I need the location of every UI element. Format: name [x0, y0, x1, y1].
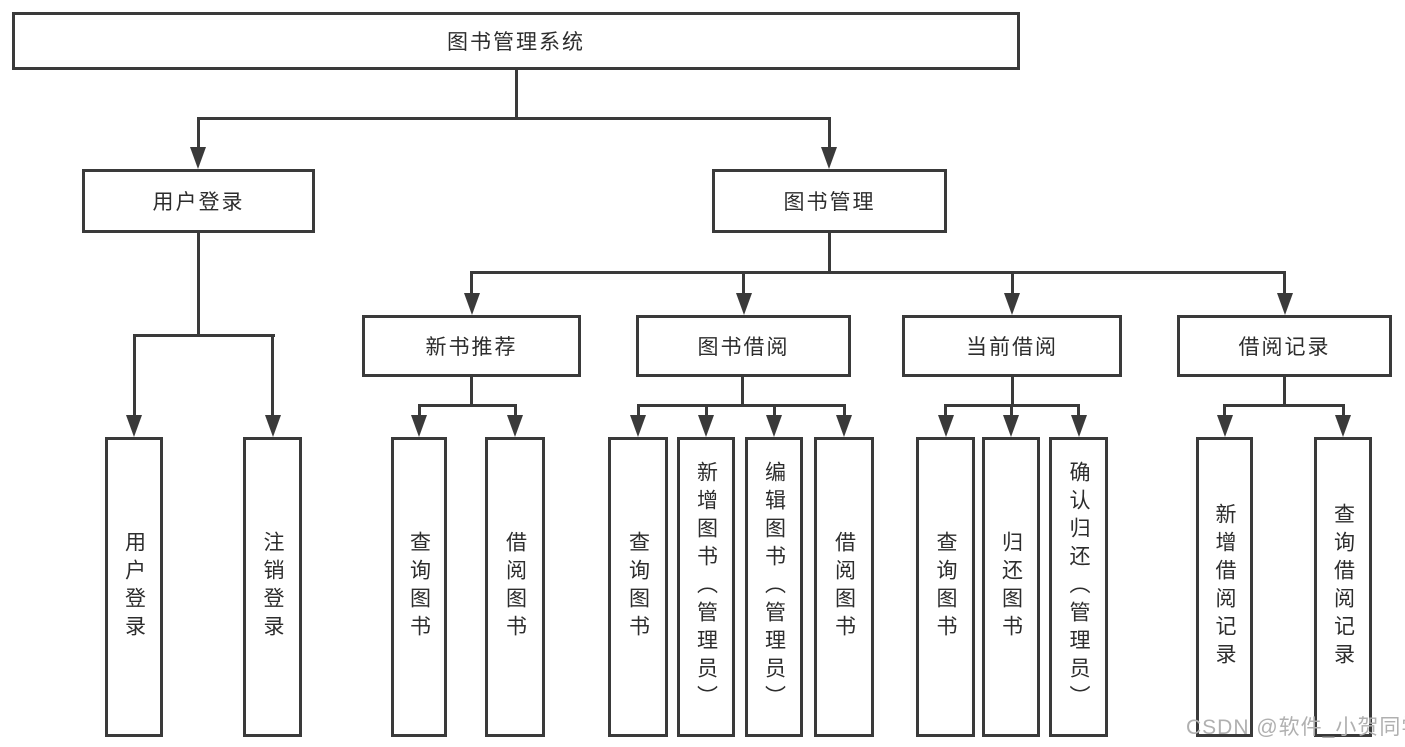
leaf-borrow-books: 借阅图书 — [814, 437, 874, 737]
arrow-down-icon — [411, 415, 427, 437]
connector-drop-book-borrow — [742, 270, 745, 297]
node-label: 借阅记录 — [1238, 336, 1331, 359]
connector-book-management-stem — [827, 233, 831, 272]
connector-current-borrow-stem — [1010, 377, 1014, 406]
connector-drop — [944, 403, 947, 419]
arrow-down-icon — [126, 415, 142, 437]
arrow-down-icon — [190, 147, 206, 169]
node-label: 注销登录 — [261, 531, 284, 643]
connector-borrow-records-stem — [1283, 377, 1286, 406]
leaf-borrow-books-recommend: 借阅图书 — [485, 437, 545, 737]
csdn-watermark: CSDN @软件_小贺同学 — [1186, 716, 1405, 739]
node-label: 归还图书 — [999, 531, 1023, 643]
connector-drop — [513, 403, 517, 419]
node-user-login: 用户登录 — [82, 169, 315, 233]
node-label: 查询图书 — [626, 531, 650, 643]
node-label: 新书推荐 — [425, 336, 518, 359]
connector-root-bus — [196, 116, 831, 120]
arrow-down-icon — [1216, 415, 1233, 437]
leaf-query-books-borrowing: 查询图书 — [608, 437, 668, 737]
leaf-edit-books-admin: 编辑图书（管理员） — [745, 437, 803, 737]
connector-drop — [1077, 403, 1080, 419]
node-new-book-recommend: 新书推荐 — [362, 315, 581, 377]
arrow-down-icon — [937, 415, 954, 437]
node-borrowing-records: 借阅记录 — [1177, 315, 1392, 377]
connector-drop — [772, 403, 776, 419]
connector-drop — [636, 403, 640, 419]
node-label: 新增借阅记录 — [1213, 503, 1236, 671]
leaf-logout: 注销登录 — [243, 437, 302, 737]
connector-root-stem — [514, 70, 518, 118]
arrow-down-icon — [463, 293, 480, 315]
connector-drop-user-login — [196, 116, 200, 153]
node-label: 查询图书 — [934, 531, 957, 643]
arrow-down-icon — [1004, 293, 1020, 315]
arrow-down-icon — [1335, 415, 1351, 437]
leaf-return-books: 归还图书 — [982, 437, 1040, 737]
connector-drop — [1223, 403, 1226, 419]
arrow-down-icon — [507, 415, 523, 437]
node-label: 新增图书（管理员） — [694, 461, 718, 713]
connector-drop-book-management — [827, 116, 831, 153]
arrow-down-icon — [735, 293, 752, 315]
connector-drop-new-book — [470, 270, 473, 297]
leaf-query-books-recommend: 查询图书 — [391, 437, 447, 737]
connector-drop-borrow-records — [1283, 270, 1286, 297]
connector-new-book-bus — [417, 403, 517, 407]
node-label: 当前借阅 — [966, 336, 1058, 359]
arrow-down-icon — [698, 415, 714, 437]
connector-drop — [704, 403, 708, 419]
node-book-management: 图书管理 — [712, 169, 947, 233]
node-label: 用户登录 — [152, 191, 245, 214]
node-book-borrowing: 图书借阅 — [636, 315, 851, 377]
node-label: 图书管理 — [783, 191, 876, 214]
connector-user-login-bus — [132, 333, 275, 337]
node-label: 编辑图书（管理员） — [762, 461, 786, 713]
arrow-down-icon — [1003, 415, 1019, 437]
connector-borrow-records-bus — [1223, 403, 1345, 407]
connector-drop-leaf-user-login — [132, 333, 136, 418]
arrow-down-icon — [264, 415, 281, 437]
node-label: 用户登录 — [122, 531, 146, 643]
node-label: 查询图书 — [407, 531, 431, 643]
node-label: 图书管理系统 — [447, 31, 585, 54]
connector-drop — [1009, 403, 1013, 419]
connector-drop — [842, 403, 846, 419]
node-label: 借阅图书 — [503, 531, 527, 643]
leaf-add-borrow-record: 新增借阅记录 — [1196, 437, 1253, 737]
node-label: 确认归还（管理员） — [1067, 461, 1090, 713]
arrow-down-icon — [836, 415, 852, 437]
node-current-borrowing: 当前借阅 — [902, 315, 1122, 377]
leaf-add-books-admin: 新增图书（管理员） — [677, 437, 735, 737]
leaf-query-borrow-record: 查询借阅记录 — [1314, 437, 1372, 737]
arrow-down-icon — [766, 415, 782, 437]
leaf-query-books-current: 查询图书 — [916, 437, 975, 737]
arrow-down-icon — [1276, 293, 1293, 315]
connector-drop-current-borrow — [1010, 270, 1014, 297]
connector-book-borrow-stem — [740, 377, 744, 406]
arrow-down-icon — [821, 147, 837, 169]
connector-drop-leaf-logout — [271, 333, 274, 418]
connector-user-login-stem — [196, 233, 200, 336]
node-label: 查询借阅记录 — [1331, 503, 1355, 671]
node-library-management-system: 图书管理系统 — [12, 12, 1020, 70]
node-label: 借阅图书 — [832, 531, 856, 643]
leaf-confirm-return-admin: 确认归还（管理员） — [1049, 437, 1108, 737]
node-label: 图书借阅 — [697, 336, 790, 359]
arrow-down-icon — [1070, 415, 1087, 437]
connector-new-book-stem — [470, 377, 473, 406]
arrow-down-icon — [630, 415, 646, 437]
connector-book-management-bus — [470, 270, 1286, 274]
leaf-user-login: 用户登录 — [105, 437, 163, 737]
connector-drop — [1341, 403, 1345, 419]
connector-book-borrow-bus — [636, 403, 846, 407]
connector-drop — [417, 403, 421, 419]
